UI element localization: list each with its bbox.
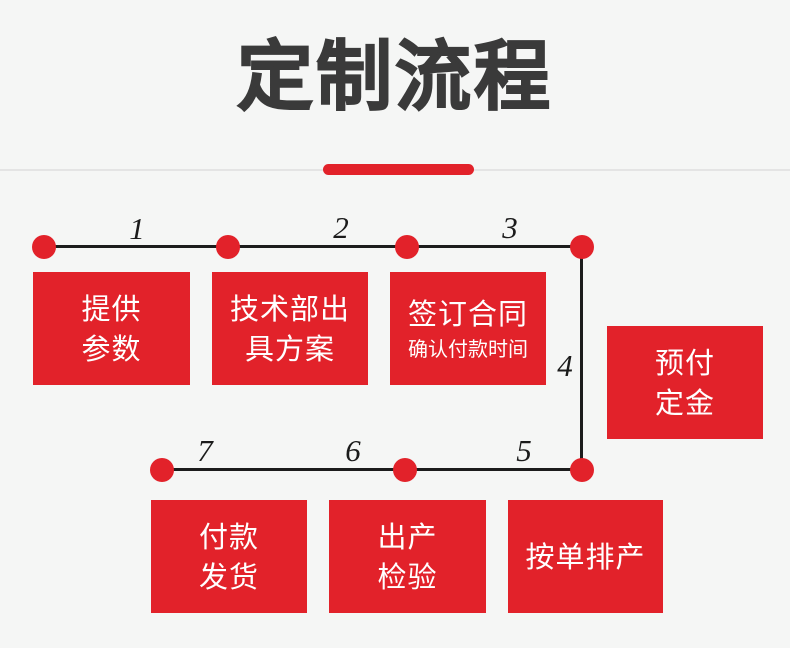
- connector-line-bottom: [162, 468, 582, 471]
- step-box-label: 预付 定金: [654, 345, 715, 420]
- step-box-production-inspection: 出产 检验: [329, 500, 486, 613]
- connector-line-vertical: [580, 247, 583, 471]
- step-number-5: 5: [516, 433, 532, 468]
- step-box-sublabel: 确认付款时间: [408, 337, 528, 361]
- step-number-4: 4: [557, 348, 573, 383]
- connector-dot-3: [395, 235, 419, 259]
- connector-dot-5: [570, 458, 594, 482]
- step-box-tech-dept-plan: 技术部出 具方案: [212, 272, 368, 385]
- connector-line-top: [44, 245, 582, 248]
- connector-dot-2: [216, 235, 240, 259]
- step-box-provide-parameters: 提供 参数: [33, 272, 190, 385]
- connector-dot-6: [393, 458, 417, 482]
- step-box-label: 技术部出 具方案: [229, 291, 350, 366]
- connector-dot-4: [570, 235, 594, 259]
- step-box-label: 签订合同: [407, 297, 528, 331]
- step-number-2: 2: [333, 210, 349, 245]
- step-box-label: 提供 参数: [81, 291, 142, 366]
- step-box-label: 按单排产: [525, 539, 646, 574]
- step-number-3: 3: [502, 210, 518, 245]
- title-underline: [323, 164, 474, 175]
- step-box-payment-shipment: 付款 发货: [151, 500, 307, 613]
- connector-dot-1: [32, 235, 56, 259]
- step-box-label: 出产 检验: [377, 519, 438, 594]
- step-box-prepay-deposit: 预付 定金: [607, 326, 763, 439]
- page-title: 定制流程: [236, 32, 553, 121]
- connector-dot-7: [150, 458, 174, 482]
- step-number-1: 1: [129, 211, 145, 246]
- step-box-schedule-production: 按单排产: [508, 500, 663, 613]
- step-number-7: 7: [197, 433, 213, 468]
- step-box-sign-contract: 签订合同 确认付款时间: [390, 272, 546, 385]
- step-box-label: 付款 发货: [198, 519, 259, 594]
- step-number-6: 6: [345, 433, 361, 468]
